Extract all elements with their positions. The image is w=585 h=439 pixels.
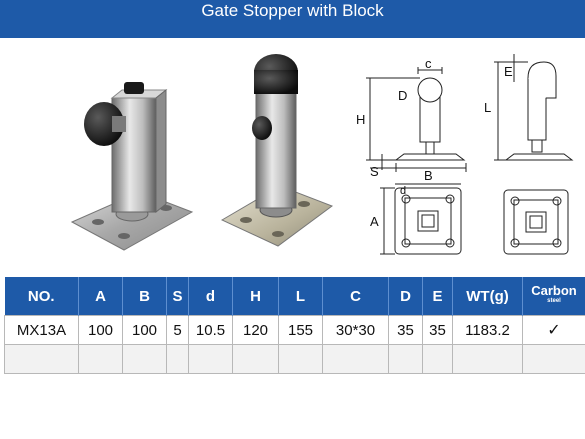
dim-label-d: d (400, 185, 406, 197)
product-figure-area: c D H S B E L d A (70, 54, 574, 255)
header-c: C (322, 277, 389, 316)
dimension-drawing-side (366, 67, 467, 172)
dim-label-B: B (424, 168, 433, 183)
cell-d-small: 10.5 (188, 315, 233, 345)
cell-no: MX13A (4, 315, 79, 345)
empty-cell (232, 344, 279, 374)
dimension-labels-front: E L (484, 64, 513, 115)
dimension-labels-side: c D H S B (356, 56, 433, 183)
cell-weight: 1183.2 (452, 315, 523, 345)
page-title: Gate Stopper with Block (201, 1, 384, 20)
empty-cell (322, 344, 389, 374)
header-h: H (232, 277, 279, 316)
dim-label-c: c (425, 56, 432, 71)
empty-cell (522, 344, 585, 374)
dimension-drawing-plate-plain (503, 189, 569, 255)
carbon-header-main: Carbon (531, 283, 577, 298)
empty-cell (4, 344, 79, 374)
header-carbon-steel: Carbon steel (522, 277, 585, 316)
dim-label-A: A (370, 214, 379, 229)
product-photo-1 (70, 82, 194, 251)
dim-label-S: S (370, 164, 379, 179)
product-photo-2 (220, 54, 334, 247)
spec-table: NO. A B S d H L C D E WT(g) Carbon steel… (4, 277, 585, 374)
dimension-drawing-plate (380, 183, 462, 255)
dim-label-H: H (356, 112, 365, 127)
empty-cell (452, 344, 523, 374)
empty-cell (422, 344, 453, 374)
empty-cell (166, 344, 189, 374)
empty-cell (388, 344, 423, 374)
carbon-header-sub: steel (547, 298, 561, 304)
cell-s: 5 (166, 315, 189, 345)
header-e: E (422, 277, 453, 316)
cell-carbon-steel: ✓ (522, 315, 585, 345)
header-weight: WT(g) (452, 277, 523, 316)
title-bar: Gate Stopper with Block (0, 0, 585, 38)
header-d-small: d (188, 277, 233, 316)
header-no: NO. (4, 277, 79, 316)
dim-label-E: E (504, 64, 513, 79)
dim-label-D: D (398, 88, 407, 103)
cell-b: 100 (122, 315, 167, 345)
empty-cell (278, 344, 323, 374)
header-l: L (278, 277, 323, 316)
dimension-drawing-front (494, 54, 574, 161)
cell-c: 30*30 (322, 315, 389, 345)
header-a: A (78, 277, 123, 316)
header-s: S (166, 277, 189, 316)
cell-a: 100 (78, 315, 123, 345)
table-row-empty (4, 344, 585, 374)
cell-d: 35 (388, 315, 423, 345)
cell-l: 155 (278, 315, 323, 345)
dimension-labels-plate: d A (370, 185, 406, 229)
dim-label-L: L (484, 100, 491, 115)
cell-e: 35 (422, 315, 453, 345)
table-row: MX13A 100 100 5 10.5 120 155 30*30 35 35… (4, 315, 585, 345)
header-d: D (388, 277, 423, 316)
table-header-row: NO. A B S d H L C D E WT(g) Carbon steel (4, 277, 585, 316)
empty-cell (122, 344, 167, 374)
cell-h: 120 (232, 315, 279, 345)
empty-cell (78, 344, 123, 374)
checkmark-icon: ✓ (547, 322, 561, 339)
empty-cell (188, 344, 233, 374)
header-b: B (122, 277, 167, 316)
